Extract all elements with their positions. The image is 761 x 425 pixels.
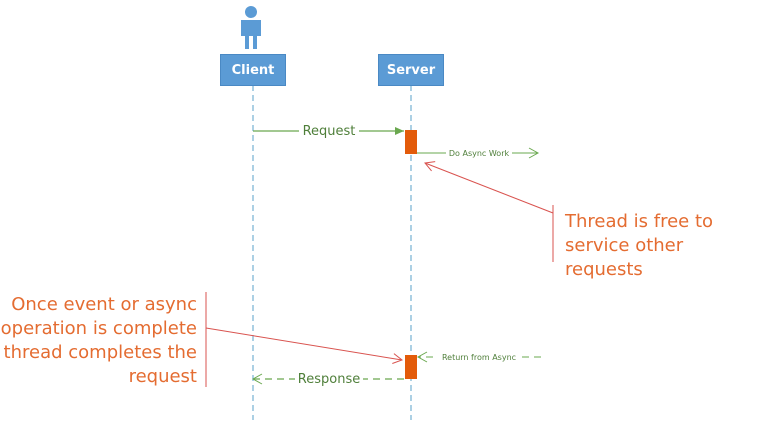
note-line-2 — [205, 327, 404, 364]
note-once-event-line-4: request — [128, 366, 197, 387]
note-thread-free: Thread is free to service other requests — [565, 210, 761, 282]
request-label: Request — [303, 124, 356, 139]
note-once-event-line-2: operation is complete — [0, 318, 197, 339]
person-icon — [241, 6, 261, 49]
return-from-async-label: Return from Async — [442, 353, 516, 362]
note-once-event-line-3: thread completes the — [3, 342, 197, 363]
activation-bar-2 — [405, 355, 417, 379]
note-line-1 — [424, 161, 554, 214]
note-once-event-line-1: Once event or async — [11, 294, 197, 315]
response-label: Response — [298, 372, 360, 387]
note-once-event: Once event or async operation is complet… — [1, 293, 197, 389]
note-thread-free-line-1: Thread is free to — [565, 211, 714, 232]
note-thread-free-line-2: service other requests — [565, 235, 684, 280]
server-actor-box: Server — [378, 54, 444, 86]
client-actor-box: Client — [220, 54, 286, 86]
do-async-work-label: Do Async Work — [449, 149, 510, 158]
activation-bar-1 — [405, 130, 417, 154]
